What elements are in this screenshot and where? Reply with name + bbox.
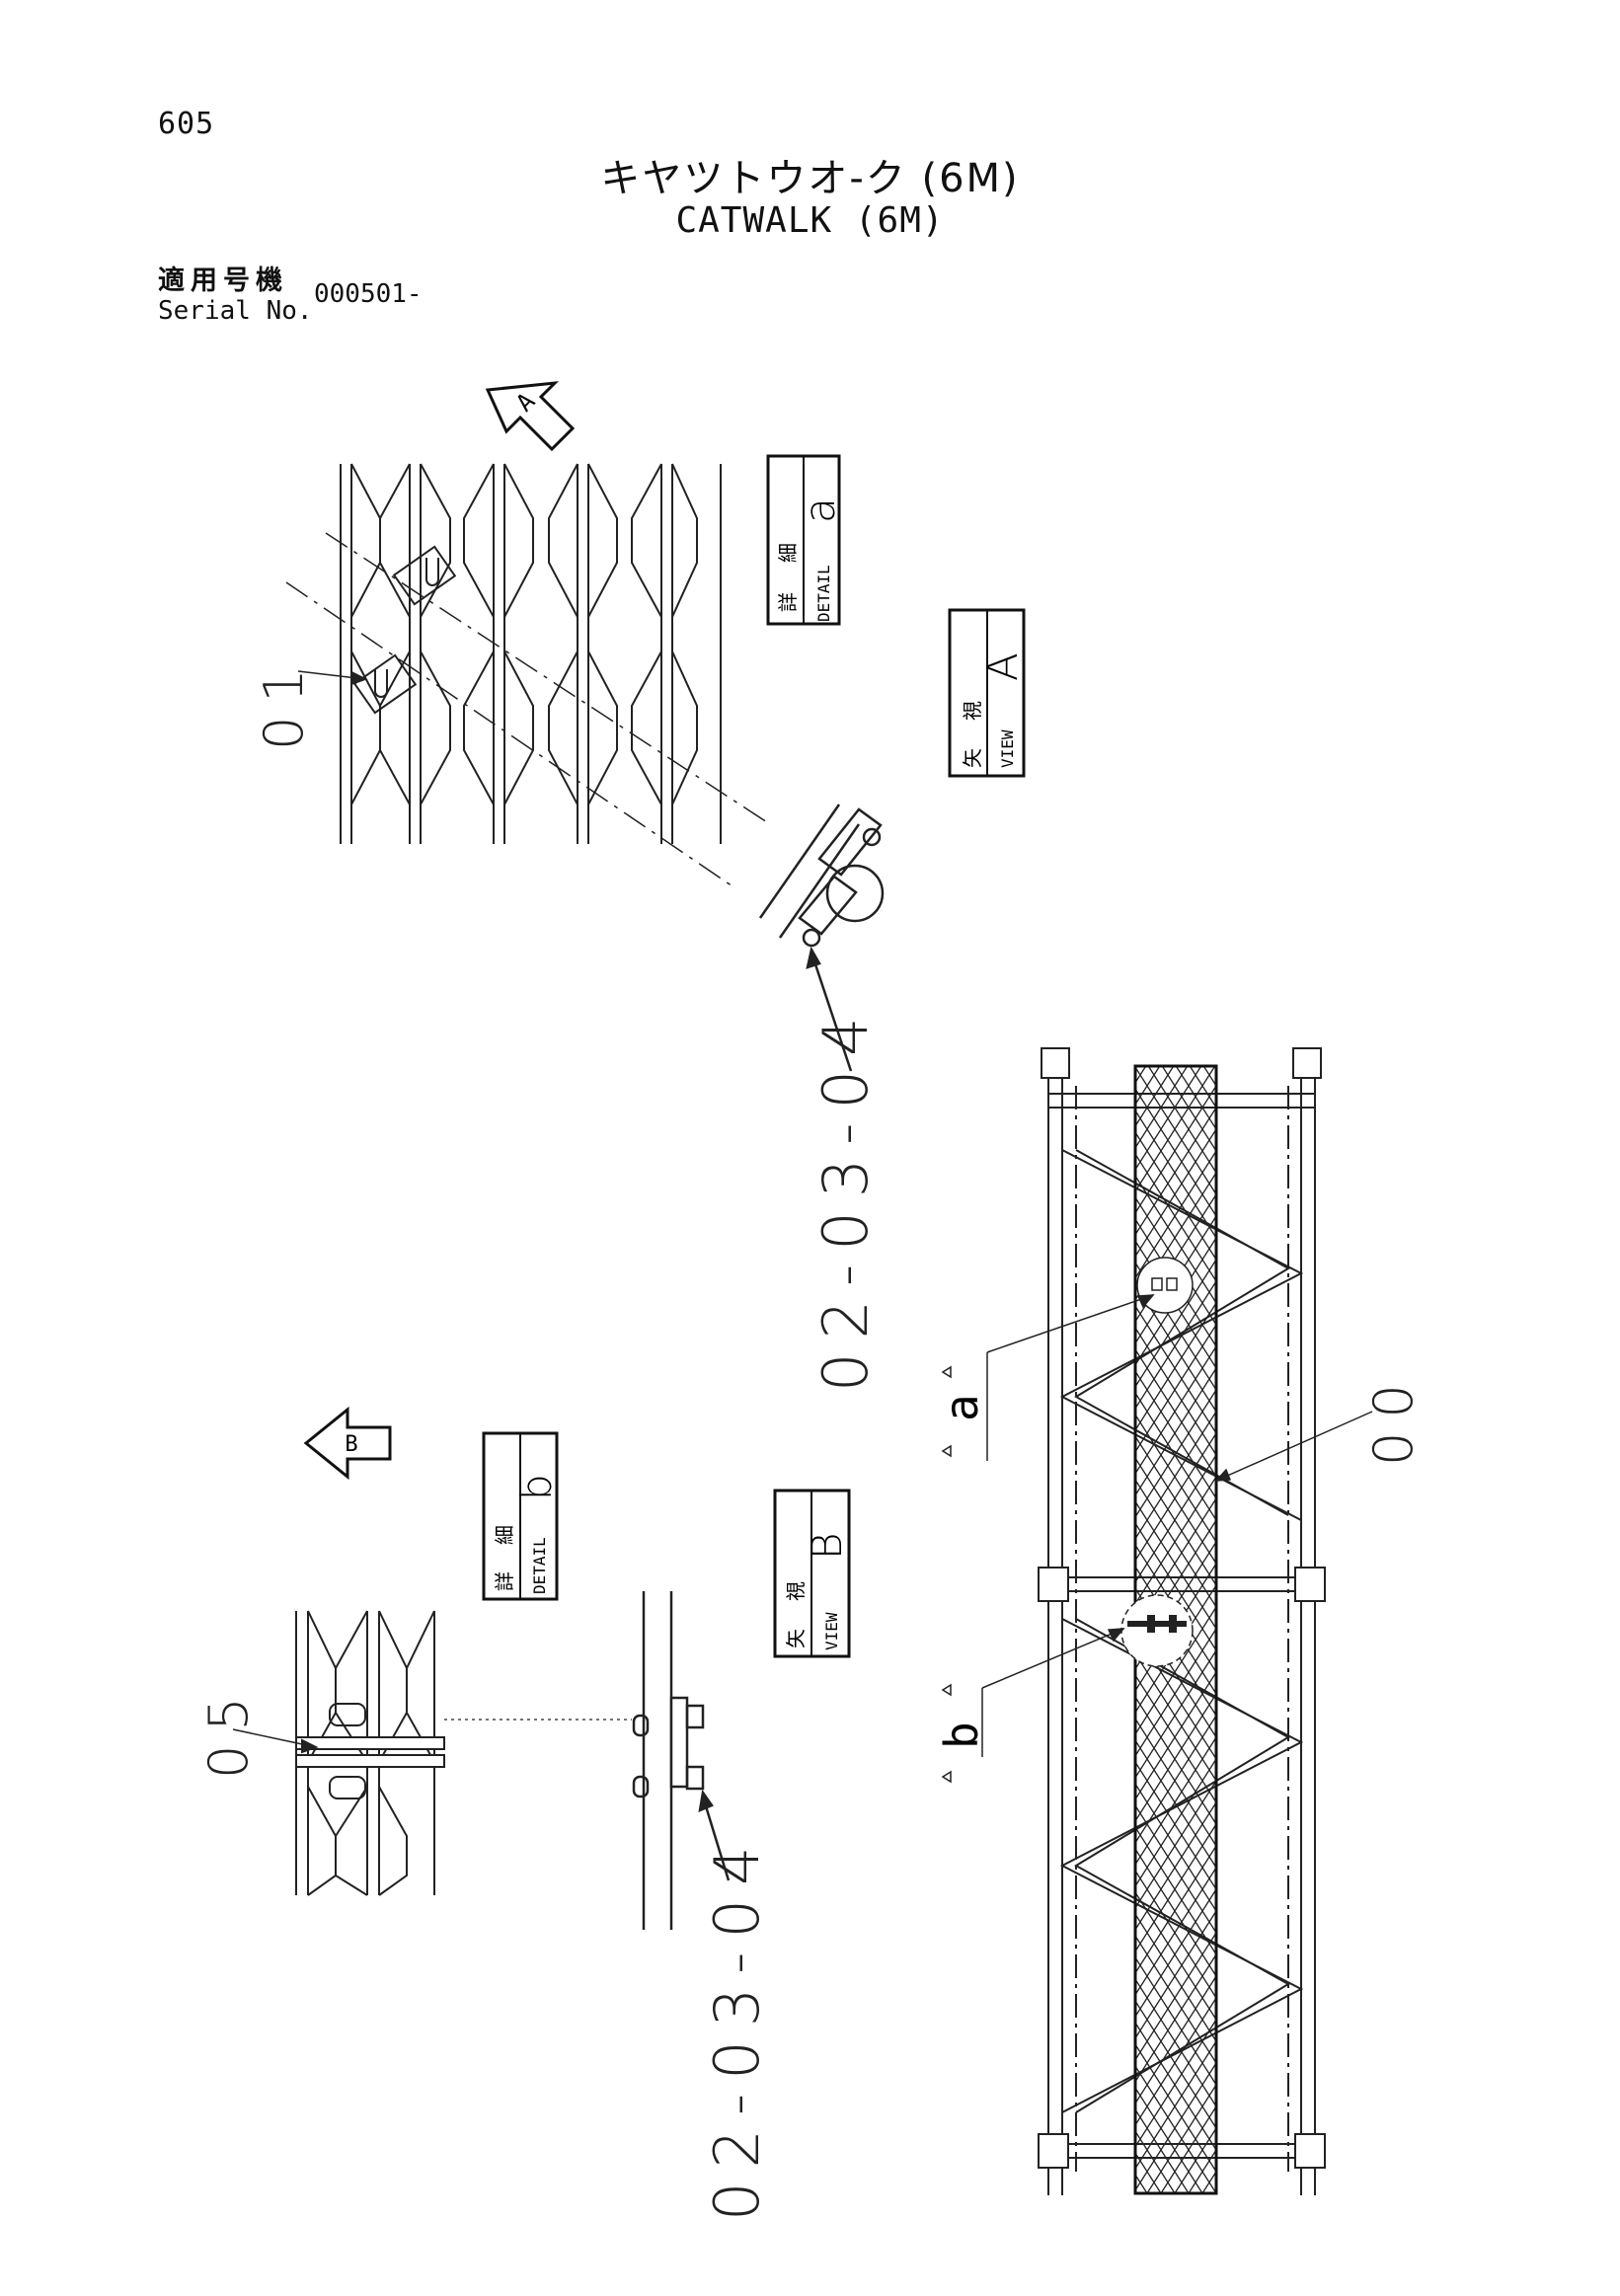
view-b-arrow: B [303,1406,392,1481]
clamp-detail-lower [632,1591,731,1930]
view-b-en: VIEW [822,1612,841,1650]
reference-lower: 02-03-04 [701,1832,773,2221]
detail-mark-b: b [935,1722,988,1749]
reference-upper: 02-03-04 [810,1003,882,1392]
view-b-jp2: 視 [784,1581,808,1601]
detail-a-en: DETAIL [814,565,833,622]
view-b-arrow-letter: B [345,1432,357,1457]
view-a-jp1: 矢 [961,748,984,768]
part-number-01: 01 [253,654,315,750]
part-number-05: 05 [197,1683,260,1779]
view-a-jp2: 視 [961,701,984,721]
view-b-jp1: 矢 [784,1629,808,1648]
view-a-en: VIEW [998,729,1017,768]
title-english: CATWALK (6M) [675,200,945,241]
serial-number-value: 000501- [314,279,423,309]
view-a-box: 矢 視 VIEW A [948,608,1027,778]
view-a-arrow: A [485,381,576,452]
detail-mark-a: a [935,1394,988,1421]
main-leaders [981,1294,1373,1757]
view-a-mesh-panel [285,463,771,889]
detail-a-jp2: 細 [776,543,800,563]
detail-a-letter: a [796,497,844,523]
page-number: 605 [158,107,215,141]
clamp-detail-upper [758,804,885,1072]
view-a-letter: A [978,652,1027,681]
view-b-mesh-panel [232,1610,632,1896]
view-b-box: 矢 視 VIEW B [773,1489,851,1658]
serial-label-japanese: 適用号機 [158,266,288,296]
part-number-00: 00 [1362,1370,1425,1466]
serial-label-english: Serial No. [158,296,313,326]
title-japanese: キヤツトウオ-ク (6M) [600,156,1020,201]
detail-a-box: 詳 細 DETAIL a [766,454,844,626]
detail-b-jp1: 詳 [493,1571,516,1591]
detail-a-jp1: 詳 [776,592,800,612]
view-b-letter: B [803,1532,851,1560]
detail-b-box: 詳 細 DETAIL b [482,1431,561,1601]
section-markers [941,1365,952,1784]
detail-b-en: DETAIL [530,1537,549,1594]
detail-b-letter: b [512,1474,561,1500]
mesh-walkway [1120,1064,1218,2195]
detail-b-jp2: 細 [493,1525,516,1545]
